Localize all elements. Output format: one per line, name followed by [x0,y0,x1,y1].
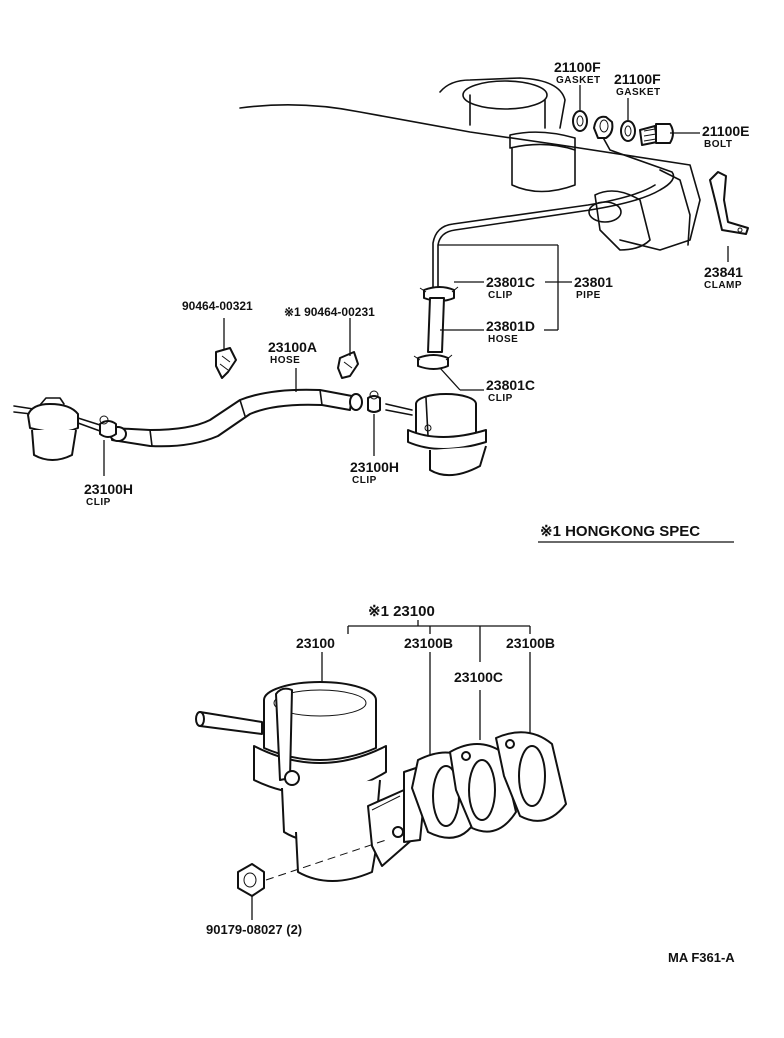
label-23801C-clip-lower: 23801C CLIP [486,377,535,404]
part-number: ※1 23100 [368,603,435,620]
hongkong-spec-note: ※1 HONGKONG SPEC [540,523,700,540]
label-23100B-gasket-1: 23100B [404,635,453,651]
part-number: 23100C [454,669,503,685]
label-21100E-bolt: 21100E BOLT [702,123,750,150]
part-name: GASKET [616,87,661,98]
part-name: CLIP [488,393,513,404]
part-name: HOSE [270,355,300,366]
part-number: 23801D [486,318,535,334]
nut-90179-08027 [237,839,387,920]
clamp-23841 [709,171,749,235]
leader-lines-top [438,85,729,391]
part-number: 23100H [350,459,399,475]
clip-23100H-left [99,415,117,438]
assembly-bracket [321,620,531,760]
part-number: 23801 [574,274,613,290]
part-number: ※1 90464-00231 [284,305,375,319]
gasket-21100F-b [620,120,636,142]
label-90179-08027-nut: 90179-08027 (2) [206,922,302,937]
part-number: 23100A [268,339,317,355]
part-number: 23100 [296,635,335,651]
engine-outline [239,77,701,251]
leader-lines-middle [103,318,375,476]
label-23100A-hose: 23100A HOSE [268,339,317,366]
label-23841-clamp: 23841 CLAMP [704,264,743,291]
insulator-23100C [449,743,517,833]
part-number: 90179-08027 (2) [206,922,302,937]
part-number: 23100H [84,481,133,497]
label-21100F-gasket-b: 21100F GASKET [614,71,661,98]
label-21100F-gasket-a: 21100F GASKET [554,59,601,86]
union-fitting [593,115,614,139]
clip-90464-00231 [337,351,359,379]
gasket-23100B-2 [495,731,567,822]
label-23100B-gasket-2: 23100B [506,635,555,651]
clip-23801C-lower [413,354,453,370]
part-number: 90464-00321 [182,299,253,313]
pipe-23801 [432,131,675,291]
part-number: 23100B [404,635,453,651]
fuel-filter [13,397,101,461]
label-23801-pipe: 23801 PIPE [574,274,613,301]
label-23100-pump: 23100 [296,635,335,651]
label-23100C-insulator: 23100C [454,669,503,685]
part-number: 23801C [486,377,535,393]
label-23801C-clip-upper: 23801C CLIP [486,274,535,301]
part-name: HOSE [488,334,518,345]
label-90464-00231: ※1 90464-00231 [284,305,375,319]
part-name: CLIP [86,497,111,508]
part-number: 21100E [702,123,750,139]
label-23801D-hose: 23801D HOSE [486,318,535,345]
label-23100-assembly: ※1 23100 [368,603,435,620]
label-23100H-clip-left: 23100H CLIP [84,481,133,508]
clip-23100H-right [367,390,381,413]
part-name: BOLT [704,139,732,150]
fuel-pump-23100 [195,681,416,882]
hose-23100A [109,388,363,448]
hose-23801D [427,297,445,353]
part-number: 23841 [704,264,743,280]
label-90464-00321: 90464-00321 [182,299,253,313]
part-number: 21100F [614,71,661,87]
gasket-21100F-a [572,110,588,132]
clip-90464-00321 [215,347,237,379]
part-name: CLAMP [704,280,742,291]
part-name: CLIP [352,475,377,486]
figure-code: MA F361-A [668,950,735,965]
part-name: GASKET [556,75,601,86]
part-number: 23100B [506,635,555,651]
fuel-pump-small [385,393,487,477]
bolt-21100E [639,123,674,146]
label-23100H-clip-right: 23100H CLIP [350,459,399,486]
part-number: 23801C [486,274,535,290]
part-number: 21100F [554,59,601,75]
part-name: CLIP [488,290,513,301]
part-name: PIPE [576,290,601,301]
